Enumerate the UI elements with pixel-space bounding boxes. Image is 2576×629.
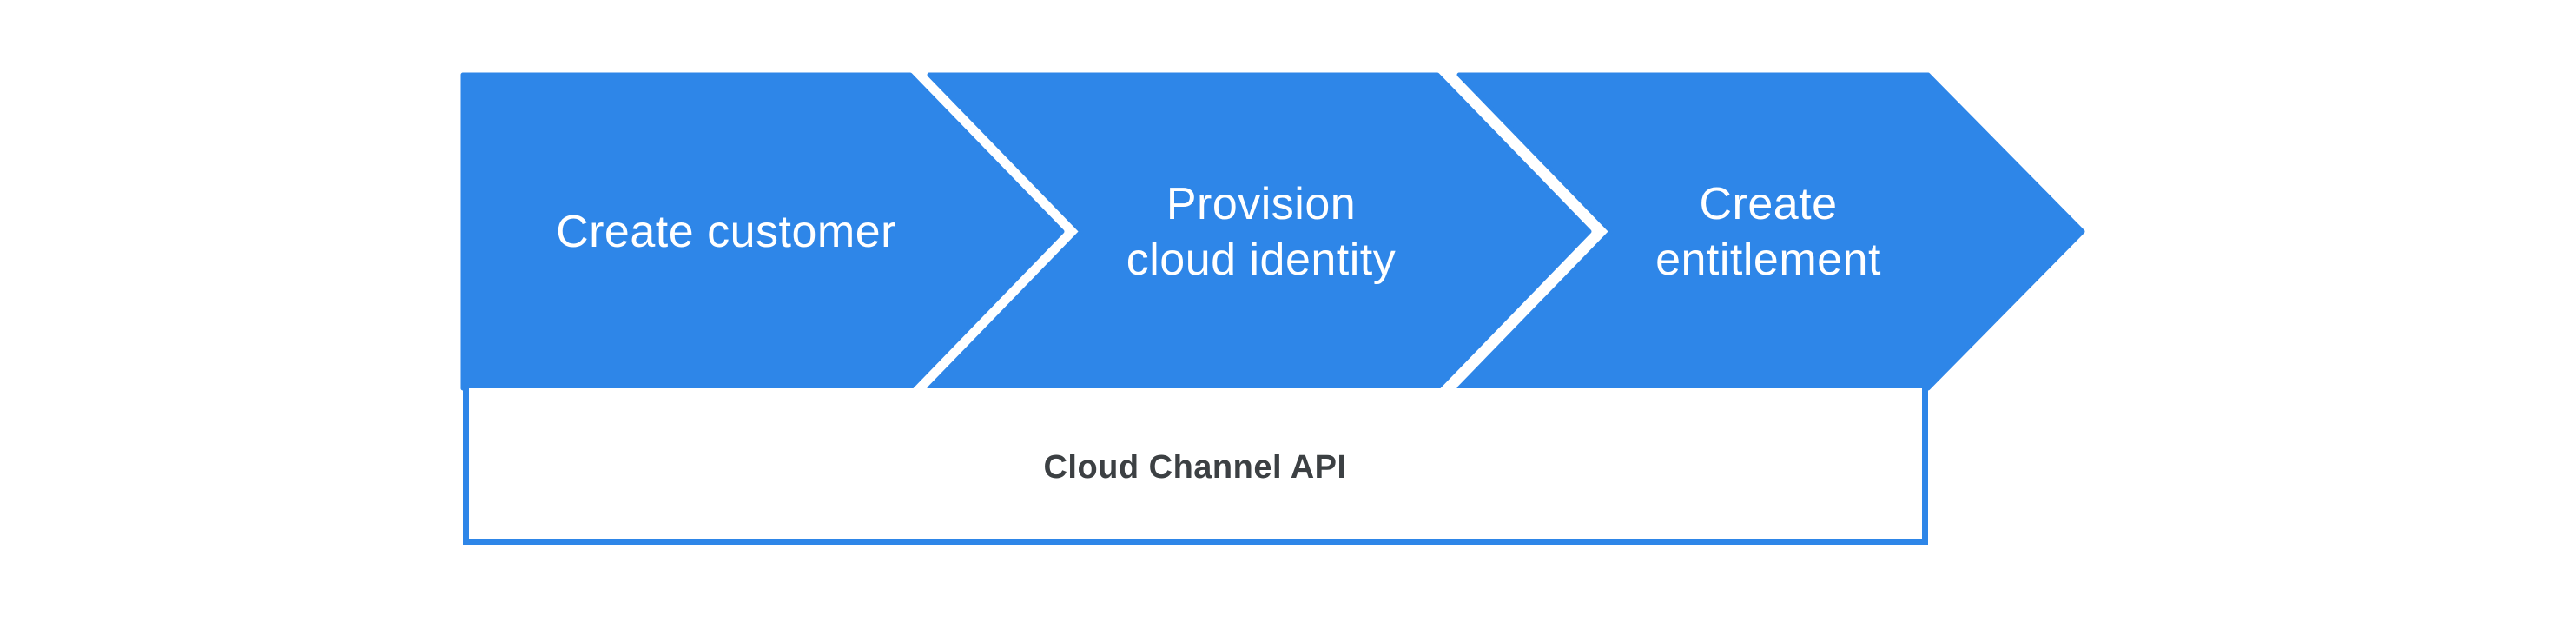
step-label-provision-line1: Provision [1166, 179, 1356, 229]
step-label-entitlement-line1: Create [1699, 179, 1837, 229]
step-label-provision-line2: cloud identity [1126, 235, 1397, 285]
api-bar-label: Cloud Channel API [1043, 449, 1346, 486]
api-bar [463, 388, 1928, 545]
step-label-create-customer: Create customer [556, 207, 896, 257]
step-arrow-create-customer [460, 72, 1065, 391]
step-label-entitlement-line2: entitlement [1655, 235, 1881, 285]
